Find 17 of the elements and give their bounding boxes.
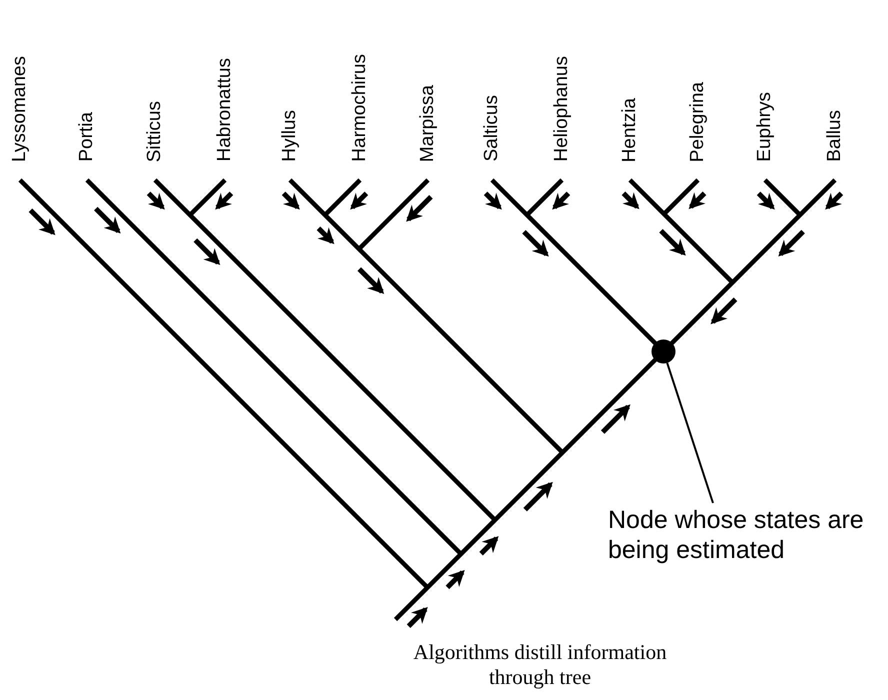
leader-line	[666, 362, 714, 504]
taxon-label: Marpissa	[417, 84, 439, 162]
taxon-label: Portia	[76, 112, 98, 162]
taxon-label: Habronattus	[214, 58, 236, 162]
taxon-label: Euphrys	[754, 92, 776, 162]
taxon-label: Salticus	[481, 95, 503, 162]
node-dot	[652, 340, 676, 364]
annotation-text: Node whose states are being estimated	[608, 505, 883, 565]
taxon-label: Lyssomanes	[9, 56, 31, 162]
taxon-label: Hentzia	[619, 98, 641, 162]
taxon-label: Pelegrina	[687, 82, 709, 162]
taxon-label: Sitticus	[144, 100, 166, 162]
taxon-label: Ballus	[824, 110, 846, 162]
caption: Algorithms distill information through tree	[412, 640, 668, 690]
taxon-label: Harmochirus	[349, 54, 371, 162]
taxon-label: Heliophanus	[551, 56, 573, 162]
taxon-label: Hyllus	[279, 110, 301, 162]
